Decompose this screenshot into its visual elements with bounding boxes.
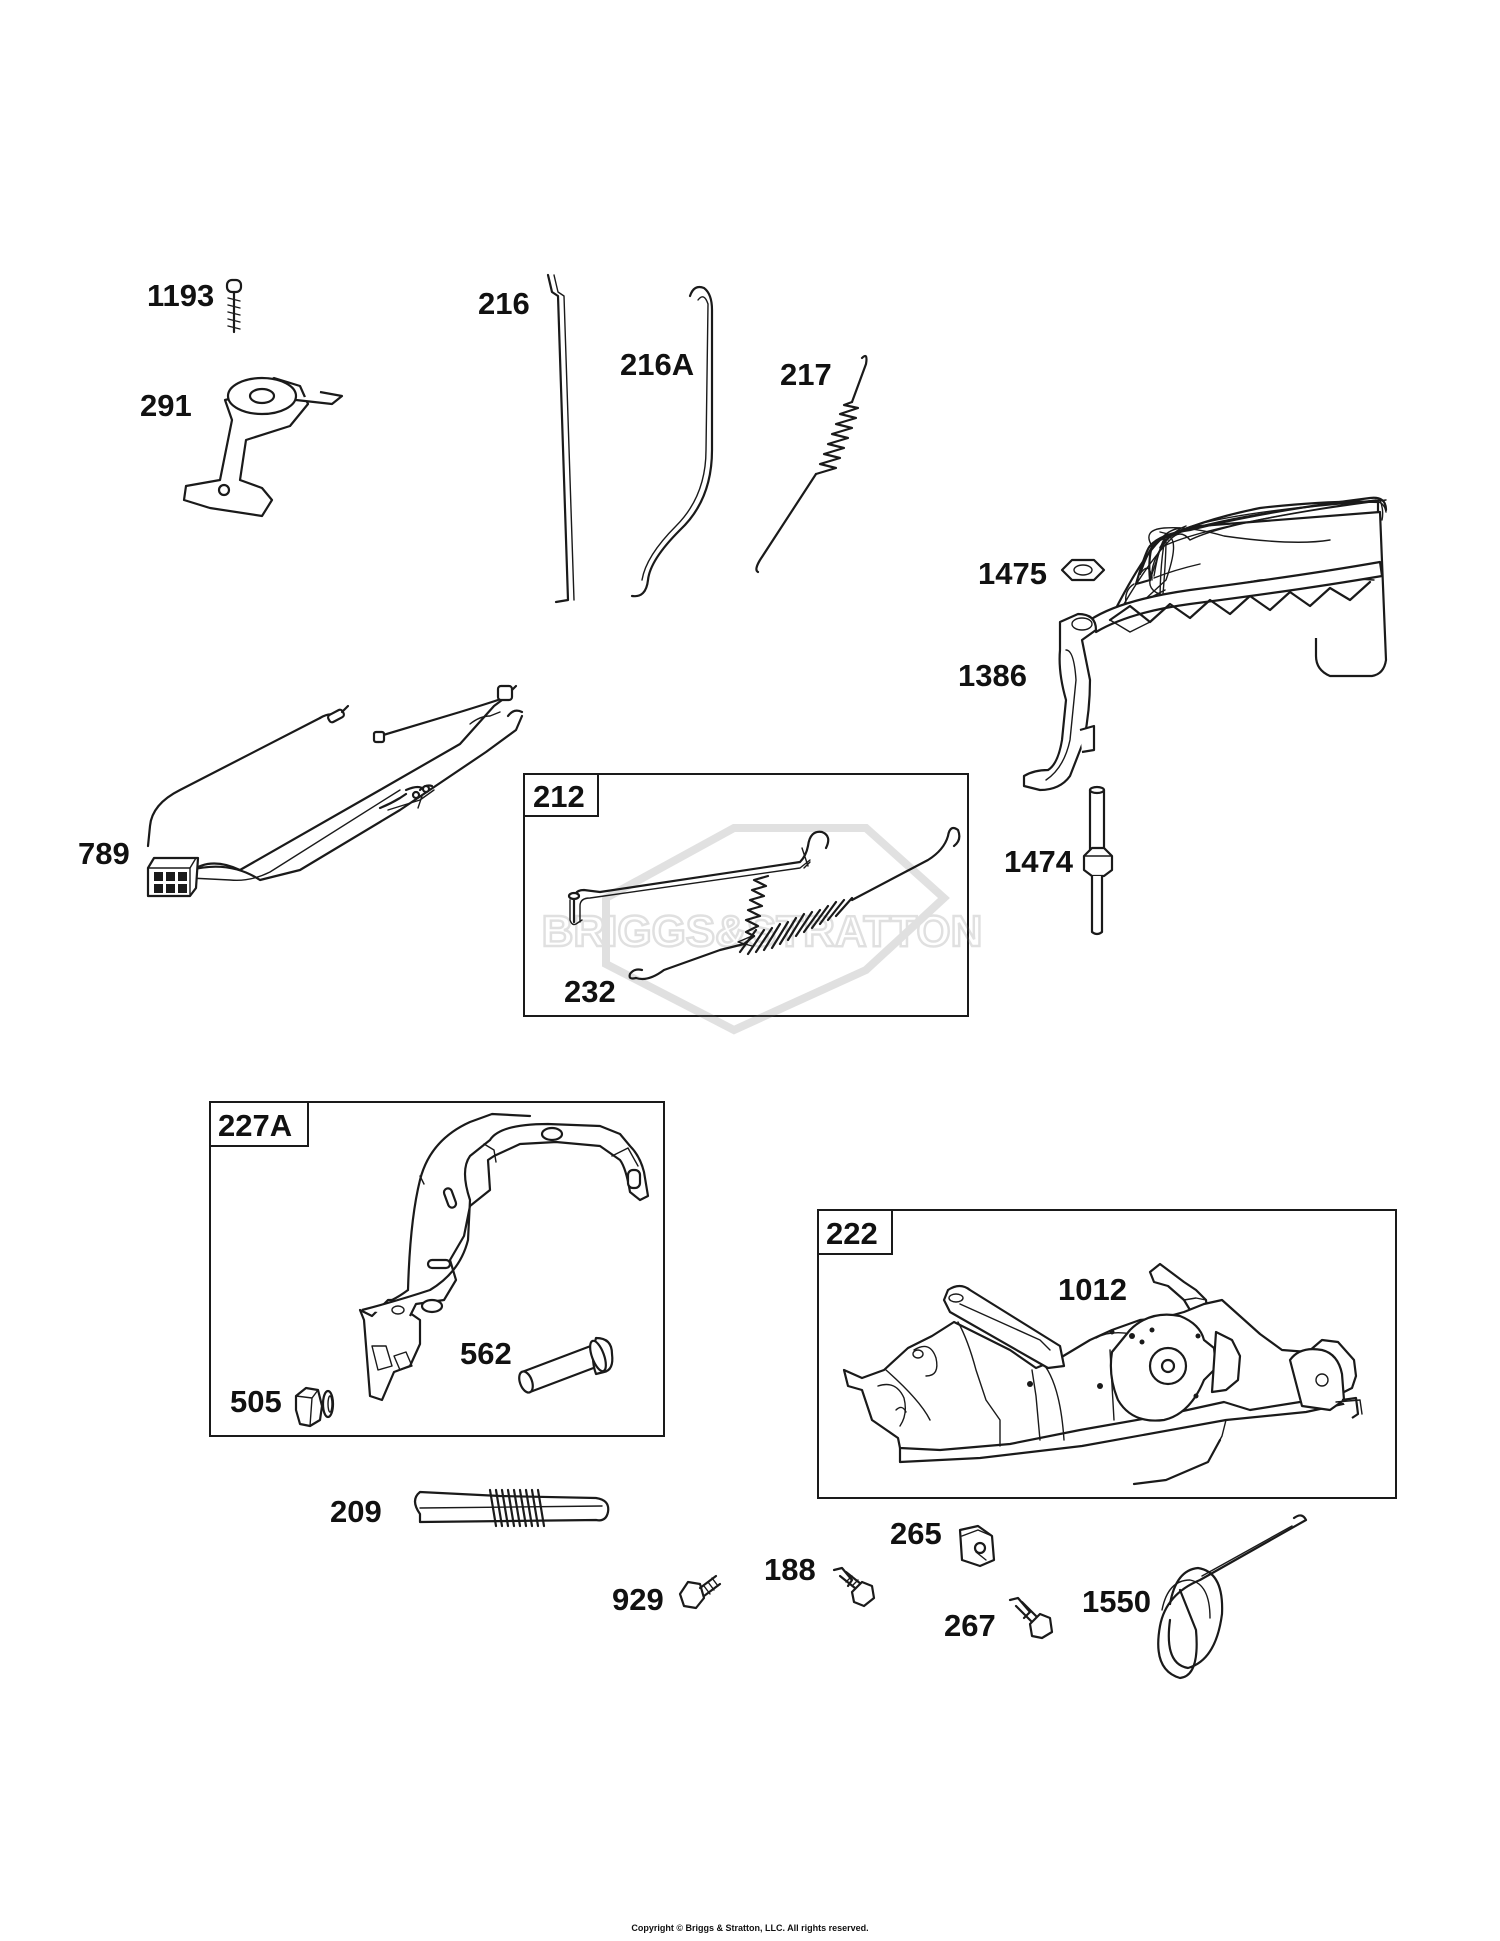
part-label-1012: 1012	[1058, 1272, 1127, 1307]
part-1386-shield[interactable]	[1022, 496, 1388, 792]
part-label-789: 789	[78, 836, 130, 871]
group-box-222: 222	[817, 1209, 1397, 1499]
part-1193-bolt[interactable]	[225, 278, 243, 334]
part-222-control-bracket[interactable]	[842, 1284, 1363, 1486]
part-label-209: 209	[330, 1494, 382, 1529]
part-label-929: 929	[612, 1582, 664, 1617]
part-label-216A: 216A	[620, 347, 694, 382]
part-label-562: 562	[460, 1336, 512, 1371]
part-216A-rod[interactable]	[630, 285, 714, 598]
spring-232-coil	[738, 896, 854, 956]
part-209-spring[interactable]	[413, 1488, 610, 1528]
part-789-wiring-harness[interactable]	[146, 684, 524, 898]
part-label-1550: 1550	[1082, 1584, 1151, 1619]
part-1474-stud[interactable]	[1082, 785, 1114, 936]
part-label-232: 232	[564, 974, 616, 1009]
box-label-212: 212	[533, 779, 585, 814]
part-1475-nut[interactable]	[1060, 558, 1106, 582]
box-label-222: 222	[826, 1216, 878, 1251]
part-label-1475: 1475	[978, 556, 1047, 591]
part-929-bolt[interactable]	[678, 1574, 722, 1610]
part-267-bolt[interactable]	[1008, 1596, 1054, 1640]
part-562-bolt[interactable]	[517, 1336, 614, 1394]
part-216-rod[interactable]	[546, 273, 575, 604]
group-box-212: 212 BRIGGS&STRATTON	[523, 773, 984, 1035]
part-227A-bracket[interactable]	[358, 1112, 650, 1402]
copyright-notice: Copyright © Briggs & Stratton, LLC. All …	[631, 1923, 869, 1933]
part-label-1386: 1386	[958, 658, 1027, 693]
part-label-291: 291	[140, 388, 192, 423]
box-label-227A: 227A	[218, 1108, 292, 1143]
part-label-505: 505	[230, 1384, 282, 1419]
part-1550-spring-hook[interactable]	[1157, 1514, 1308, 1680]
part-label-188: 188	[764, 1552, 816, 1587]
part-265-clamp[interactable]	[958, 1524, 996, 1568]
part-505-nut[interactable]	[294, 1386, 335, 1428]
part-291-bracket[interactable]	[182, 376, 344, 518]
part-label-1193: 1193	[147, 278, 214, 313]
part-188-bolt[interactable]	[832, 1566, 876, 1608]
group-box-227A: 227A	[209, 1101, 665, 1437]
part-label-216: 216	[478, 286, 530, 321]
part-label-1474: 1474	[1004, 844, 1074, 879]
part-label-267: 267	[944, 1608, 996, 1643]
part-label-217: 217	[780, 357, 832, 392]
part-label-265: 265	[890, 1516, 942, 1551]
part-217-spring[interactable]	[755, 354, 868, 574]
